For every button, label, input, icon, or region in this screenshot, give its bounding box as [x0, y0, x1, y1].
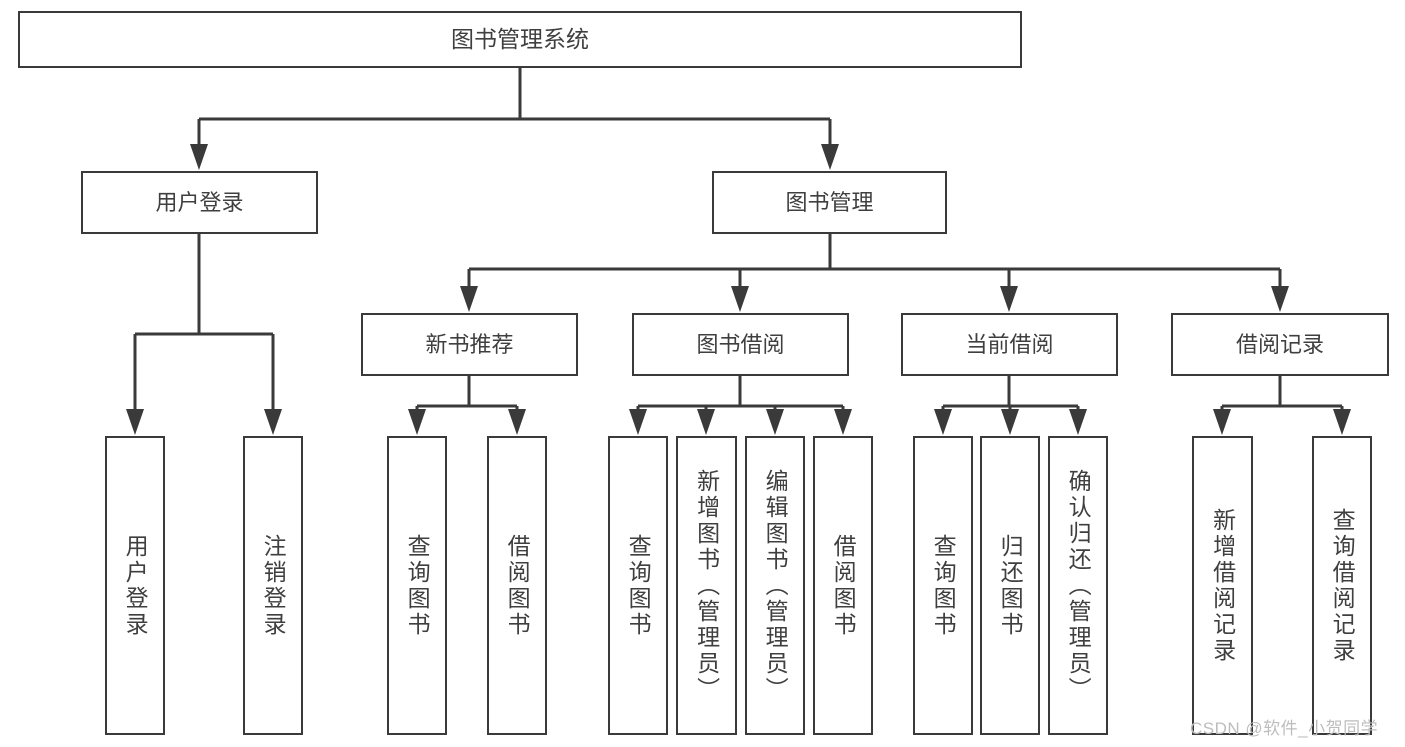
node-login[interactable]: 用户登录 [81, 171, 318, 234]
node-label: 图书管理 [785, 189, 874, 215]
node-label: 归还图书 [997, 533, 1024, 638]
node-label: 新书推荐 [425, 331, 514, 357]
g-login-arrowhead-0 [126, 409, 144, 435]
csdn-watermark: CSDN @软件_小贺同学 [1190, 719, 1379, 738]
node-label: 图书借阅 [696, 331, 785, 357]
node-label: 新增借阅记录 [1209, 507, 1236, 664]
g-newbook-arrowhead-1 [508, 409, 526, 435]
g-current-arrowhead-1 [1001, 409, 1019, 435]
g-bookmgr-arrowhead-3 [1271, 286, 1289, 312]
node-r-query[interactable]: 查询借阅记录 [1312, 436, 1372, 735]
node-b-query[interactable]: 查询图书 [608, 436, 668, 735]
node-label: 编辑图书（管理员） [762, 468, 789, 703]
g-root-arrowhead-1 [821, 144, 839, 170]
node-records[interactable]: 借阅记录 [1171, 313, 1389, 376]
node-b-add[interactable]: 新增图书（管理员） [676, 436, 737, 735]
g-borrow-arrowhead-2 [766, 409, 784, 435]
node-borrow[interactable]: 图书借阅 [632, 313, 849, 376]
node-label: 新增图书（管理员） [693, 468, 720, 703]
node-label: 图书管理系统 [451, 26, 589, 53]
node-label: 查询图书 [625, 533, 652, 638]
node-b-borrow[interactable]: 借阅图书 [813, 436, 873, 735]
node-current[interactable]: 当前借阅 [901, 313, 1118, 376]
g-bookmgr-arrowhead-1 [731, 286, 749, 312]
node-label: 借阅图书 [504, 533, 531, 638]
node-c-confirm[interactable]: 确认归还（管理员） [1048, 436, 1108, 735]
node-l-logout[interactable]: 注销登录 [243, 436, 303, 735]
node-n-query[interactable]: 查询图书 [387, 436, 447, 735]
g-borrow-arrowhead-1 [697, 409, 715, 435]
node-n-borrow[interactable]: 借阅图书 [487, 436, 547, 735]
g-login-arrowhead-1 [264, 409, 282, 435]
g-borrow-arrowhead-0 [629, 409, 647, 435]
node-label: 查询借阅记录 [1329, 507, 1356, 664]
g-bookmgr-arrowhead-0 [460, 286, 478, 312]
node-label: 注销登录 [260, 533, 287, 638]
node-label: 确认归还（管理员） [1065, 468, 1092, 703]
node-newbook[interactable]: 新书推荐 [361, 313, 578, 376]
node-r-add[interactable]: 新增借阅记录 [1192, 436, 1253, 735]
g-records-arrowhead-1 [1333, 409, 1351, 435]
node-bookmgmt[interactable]: 图书管理 [712, 171, 947, 234]
g-bookmgr-arrowhead-2 [1000, 286, 1018, 312]
node-b-edit[interactable]: 编辑图书（管理员） [745, 436, 805, 735]
g-current-arrowhead-2 [1069, 409, 1087, 435]
g-root-arrowhead-0 [190, 144, 208, 170]
node-l-login[interactable]: 用户登录 [105, 436, 165, 735]
g-borrow-arrowhead-3 [834, 409, 852, 435]
node-label: 借阅记录 [1235, 331, 1324, 357]
node-c-return[interactable]: 归还图书 [980, 436, 1040, 735]
g-records-arrowhead-0 [1213, 409, 1231, 435]
node-root[interactable]: 图书管理系统 [18, 11, 1022, 68]
node-label: 查询图书 [404, 533, 431, 638]
node-label: 当前借阅 [965, 331, 1054, 357]
g-current-arrowhead-0 [934, 409, 952, 435]
g-newbook-arrowhead-0 [408, 409, 426, 435]
node-label: 借阅图书 [830, 533, 857, 638]
node-c-query[interactable]: 查询图书 [913, 436, 973, 735]
node-label: 用户登录 [155, 189, 244, 215]
node-label: 查询图书 [930, 533, 957, 638]
node-label: 用户登录 [122, 533, 149, 638]
